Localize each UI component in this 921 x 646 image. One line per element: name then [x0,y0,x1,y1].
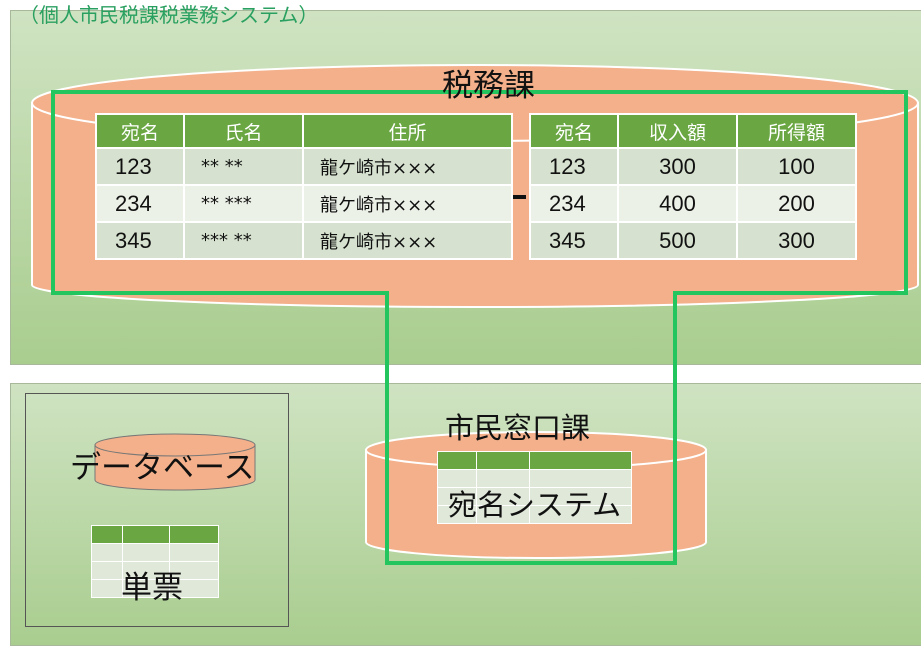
table-cell: 龍ケ崎市××× [302,221,513,260]
table-cell: 500 [617,221,738,260]
column-header: 住所 [302,113,513,149]
table-cell: *** ** [183,221,304,260]
column-header: 宛名 [529,113,619,149]
tax-division-title: 税務課 [442,68,535,104]
table-cell: 200 [736,184,857,223]
table-cell: ** *** [183,184,304,223]
table-cell: 345 [529,221,619,260]
table-cell: 234 [529,184,619,223]
legend-database-label: データベース [70,450,255,486]
legend-form-table [91,525,219,598]
column-header: 宛名 [95,113,185,149]
citizen-division-title: 市民窓口課 [445,411,591,445]
column-header: 所得額 [736,113,857,149]
highlight-outline [51,90,908,565]
address-table: 宛名 氏名 住所 123 ** ** 龍ケ崎市××× 234 ** *** 龍ケ… [95,113,513,260]
table-cell: 100 [736,147,857,186]
table-link-label: - [513,183,524,213]
table-cell: 234 [95,184,185,223]
table-row: 345 *** ** 龍ケ崎市××× [95,221,513,260]
table-row: 345 500 300 [529,221,857,260]
table-cell: 300 [736,221,857,260]
table-cell: 300 [617,147,738,186]
legend-database-cylinder [94,433,256,491]
table-header-row: 宛名 収入額 所得額 [529,113,857,149]
address-system-table [437,451,632,524]
table-cell: 400 [617,184,738,223]
column-header: 収入額 [617,113,738,149]
legend-box [25,393,289,627]
table-header-row: 宛名 氏名 住所 [95,113,513,149]
table-cell: 龍ケ崎市××× [302,184,513,223]
income-table: 宛名 収入額 所得額 123 300 100 234 400 200 345 5… [529,113,857,260]
table-link-mark [513,195,526,199]
header-caption: （個人市民税課税業務システム） [19,3,319,27]
table-row: 234 400 200 [529,184,857,223]
table-row: 234 ** *** 龍ケ崎市××× [95,184,513,223]
table-cell: 龍ケ崎市××× [302,147,513,186]
table-cell: 345 [95,221,185,260]
table-cell: 123 [95,147,185,186]
table-row: 123 300 100 [529,147,857,186]
table-cell: ** ** [183,147,304,186]
table-row: 123 ** ** 龍ケ崎市××× [95,147,513,186]
address-system-label: 宛名システム [448,488,622,522]
column-header: 氏名 [183,113,304,149]
table-cell: 123 [529,147,619,186]
legend-form-label: 単票 [121,570,183,606]
